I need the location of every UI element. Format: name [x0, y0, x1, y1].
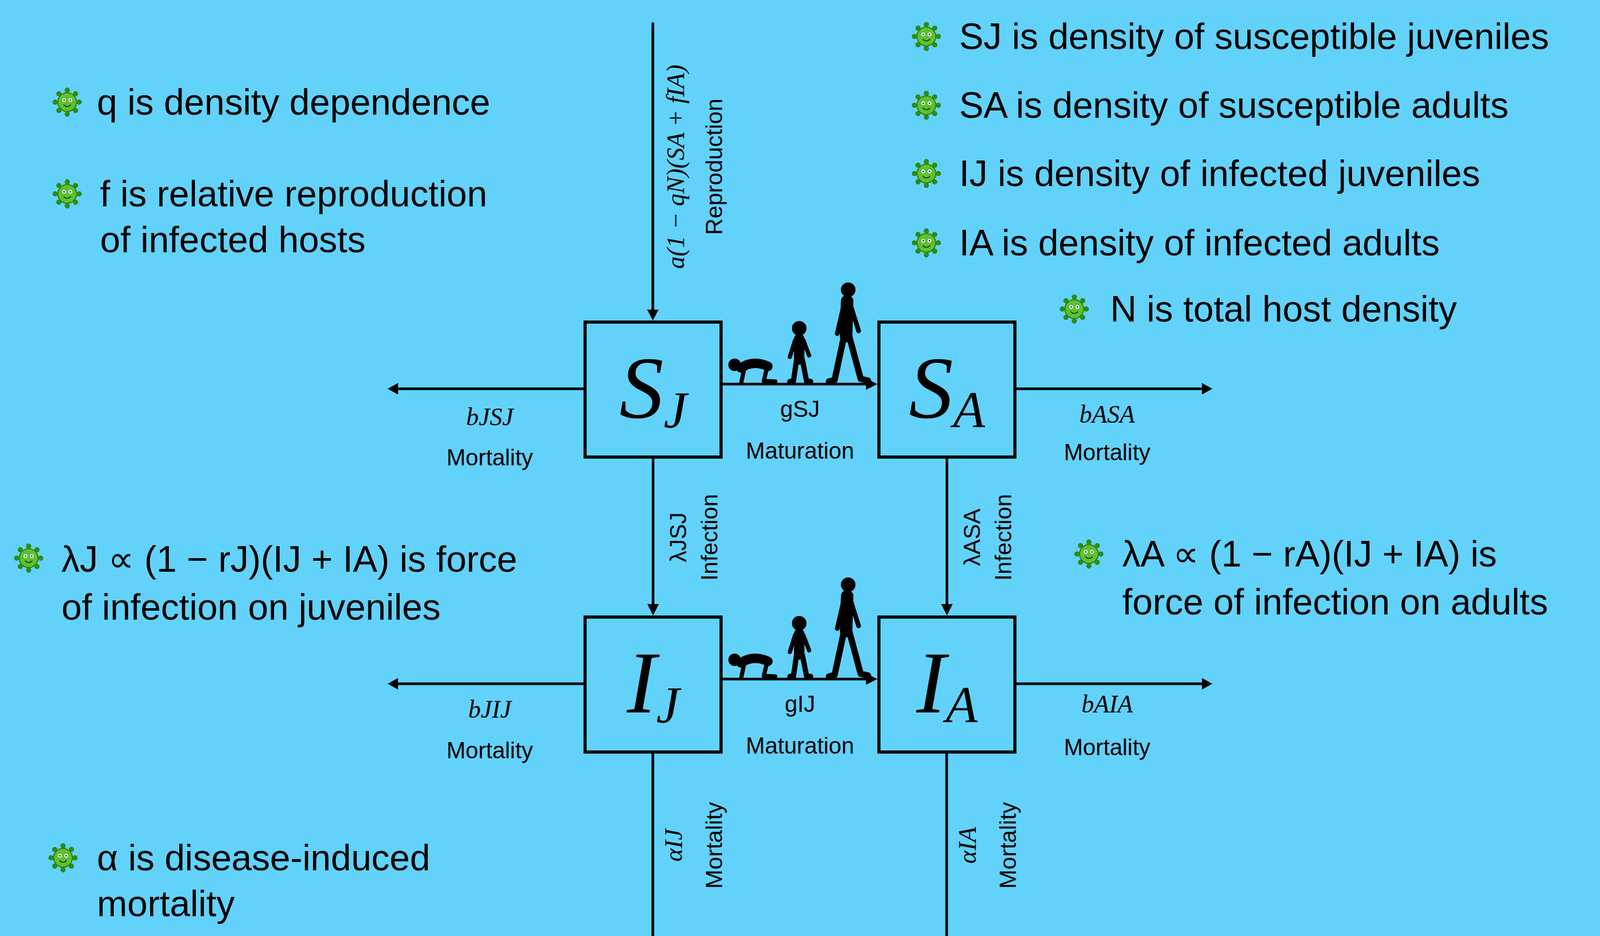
transition-arrow: [941, 458, 953, 616]
virus-bullet: [911, 90, 941, 120]
virus-bullet: [911, 228, 941, 258]
growth-silhouettes: [728, 577, 868, 677]
legend-note: SA is density of susceptible adults: [959, 82, 1509, 129]
transition-arrow: [722, 673, 878, 685]
arrow-head: [647, 603, 660, 616]
arrow-head: [1201, 677, 1213, 690]
transition-line: [945, 458, 949, 605]
transition-arrow: [647, 458, 660, 616]
arrow-head: [387, 677, 399, 690]
flow-label: Mortality: [699, 801, 729, 889]
compartment-name: SJ: [619, 343, 687, 437]
mortality-arrow: [1016, 387, 1202, 391]
compartment-box: IA: [877, 615, 1017, 754]
legend-note: λJ ∝ (1 − rJ)(IJ + IA) is force of infec…: [61, 535, 547, 631]
legend-note: IJ is density of infected juveniles: [959, 150, 1481, 197]
rate-formula: αIA: [952, 826, 983, 864]
rate-formula: αIJ: [659, 828, 689, 862]
flow-label: Mortality: [1063, 437, 1151, 467]
compartment-name: IJ: [626, 638, 680, 731]
mortality-arrow: [398, 387, 584, 391]
flow-label: Mortality: [446, 442, 533, 473]
virus-bullet: [52, 87, 82, 117]
legend-note: f is relative reproduction of infected h…: [100, 170, 512, 263]
arrow-head: [1201, 382, 1213, 395]
virus-bullet: [52, 179, 82, 209]
compartment-name: SA: [908, 343, 985, 437]
bullet-icons: [14, 21, 1104, 873]
mortality-arrow: [1016, 682, 1202, 686]
virus-bullet: [1074, 539, 1104, 569]
rate-formula: bJSJ: [466, 402, 514, 432]
disease-mortality-line: [945, 752, 949, 936]
legend-note: q is density dependence: [96, 79, 491, 126]
transition-line: [651, 458, 655, 605]
legend-note: α is disease-induced mortality: [96, 834, 473, 927]
compartment-box: SJ: [583, 320, 723, 459]
transition-line: [722, 677, 867, 680]
virus-bullet: [14, 543, 44, 573]
transition-label: gIJ Maturation: [746, 683, 855, 767]
rate-formula: a(1 − qN)(SA + fIA): [661, 64, 691, 269]
compartment-name: IA: [916, 638, 978, 731]
compartment-box: SA: [877, 320, 1017, 459]
rate-formula: bASA: [1079, 399, 1136, 429]
reproduction-arrow: [651, 22, 655, 311]
rate-formula: bJIJ: [468, 694, 512, 724]
arrow-head: [647, 309, 659, 321]
compartment-box: IJ: [583, 615, 723, 754]
transition-label: λJSJ Infection: [662, 493, 726, 580]
virus-bullet: [911, 158, 941, 189]
arrow-head: [865, 673, 878, 685]
disease-mortality-line: [651, 752, 655, 936]
transition-arrow: [722, 378, 878, 390]
arrow-head: [941, 603, 953, 616]
flow-label: Mortality: [1063, 732, 1151, 762]
legend-note: N is total host density: [1110, 286, 1457, 332]
flow-label: Mortality: [446, 735, 533, 765]
rate-formula: bAIA: [1081, 689, 1134, 719]
arrow-head: [387, 382, 399, 395]
legend-note: λA ∝ (1 − rA)(IJ + IA) is force of infec…: [1122, 529, 1581, 626]
growth-silhouettes: [728, 282, 868, 382]
legend-note: IA is density of infected adults: [959, 219, 1440, 266]
transition-label: λASA Infection: [956, 493, 1020, 580]
virus-bullet: [48, 842, 78, 873]
virus-bullet: [1059, 294, 1089, 324]
transition-label: gSJ Maturation: [746, 388, 855, 472]
arrow-heads: [387, 309, 1213, 690]
mortality-arrow: [398, 682, 584, 686]
virus-bullet: [911, 21, 941, 52]
flow-label: Reproduction: [699, 98, 729, 235]
transition-line: [722, 382, 867, 386]
flow-label: Mortality: [993, 801, 1023, 889]
arrow-head: [865, 378, 878, 390]
legend-note: SJ is density of susceptible juveniles: [959, 13, 1549, 60]
